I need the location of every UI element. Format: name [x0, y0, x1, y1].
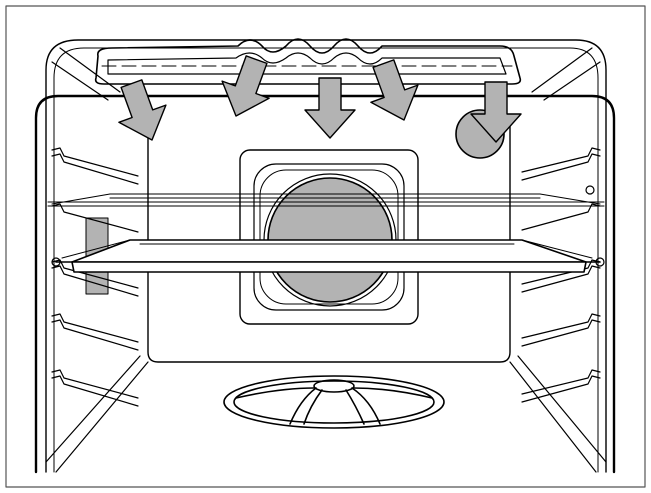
side-wall-perspective: [45, 355, 607, 473]
right-shelf-supports: [521, 147, 601, 403]
back-wall: [147, 117, 511, 363]
figure-frame: [5, 5, 646, 488]
arrow-1-icon: [118, 79, 167, 141]
oven-outer-cavity-inner-line: [53, 47, 599, 473]
screw-icon: [585, 185, 595, 195]
airflow-arrows: [118, 55, 522, 143]
left-shelf-supports: [51, 147, 139, 407]
arrow-2-icon: [221, 55, 270, 117]
wire-shelf: [47, 193, 605, 207]
top-heating-element: [94, 38, 522, 85]
baking-tray: [51, 239, 605, 273]
oven-outer-cavity: [45, 39, 607, 473]
rear-fan-cover: [239, 149, 419, 325]
arrow-5-icon: [470, 81, 522, 143]
arrow-4-icon: [370, 59, 419, 121]
arrow-3-icon: [304, 77, 356, 139]
bottom-heating-element: [223, 375, 445, 429]
